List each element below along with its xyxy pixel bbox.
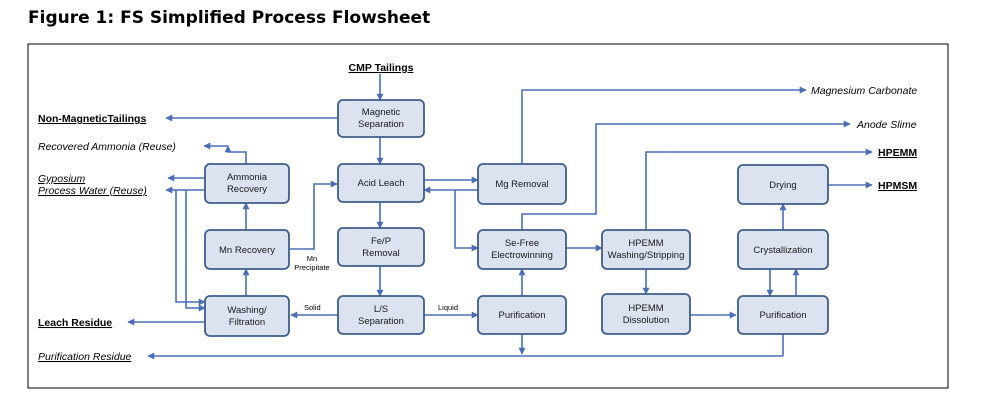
hpemm-dissolution-label: HPEMM	[628, 303, 663, 314]
fep-removal-label: Fe/P	[371, 236, 391, 247]
hpemm-dissolution-label-2: Dissolution	[623, 315, 669, 326]
purification-2-box: Purification	[737, 295, 829, 335]
ls-separation-box: L/S Separation	[337, 295, 425, 335]
purification-1-label: Purification	[499, 310, 546, 321]
acid-leach-box: Acid Leach	[337, 163, 425, 203]
acid-leach-label: Acid Leach	[357, 178, 404, 189]
non-magnetic-tailings-label: Non-MagneticTailings	[38, 113, 146, 125]
hpmsm-product-label: HPMSM	[878, 180, 917, 192]
ammonia-recovery-box: Ammonia Recovery	[204, 163, 290, 204]
magnesium-carbonate-label: Magnesium Carbonate	[811, 85, 917, 97]
solid-label: Solid	[304, 303, 321, 312]
washing-filtration-box: Washing/ Filtration	[204, 295, 290, 337]
washing-filtration-label-2: Filtration	[229, 317, 265, 328]
crystallization-label: Crystallization	[753, 245, 812, 256]
leach-residue-label: Leach Residue	[38, 317, 112, 329]
mn-precipitate-label: Mn	[307, 254, 317, 263]
cmp-tailings-label: CMP Tailings	[349, 62, 414, 74]
process-water-label: Process Water (Reuse)	[38, 185, 147, 197]
mn-recovery-box: Mn Recovery	[204, 229, 290, 270]
fep-removal-box: Fe/P Removal	[337, 227, 425, 267]
figure-title: Figure 1: FS Simplified Process Flowshee…	[28, 8, 431, 28]
washing-filtration-label: Washing/	[227, 305, 267, 316]
purification-residue-label: Purification Residue	[38, 351, 132, 363]
fep-removal-label-2: Removal	[362, 248, 400, 259]
recovered-ammonia-label: Recovered Ammonia (Reuse)	[38, 141, 176, 153]
mg-removal-label: Mg Removal	[495, 179, 548, 190]
drying-label: Drying	[769, 180, 796, 191]
ammonia-recovery-label-2: Recovery	[227, 184, 267, 195]
hpemm-product-label: HPEMM	[878, 147, 917, 159]
gyposium-label: Gyposium	[38, 173, 86, 185]
magnetic-separation-box: Magnetic Separation	[337, 99, 425, 138]
purification-1-box: Purification	[477, 295, 567, 335]
hpemm-dissolution-box: HPEMM Dissolution	[601, 293, 691, 335]
anode-slime-label: Anode Slime	[856, 119, 917, 131]
drying-box: Drying	[737, 164, 829, 205]
liquid-label: Liquid	[438, 303, 458, 312]
mn-precipitate-label-2: Precipitate	[294, 263, 329, 272]
diagram-frame	[27, 43, 949, 389]
hpemm-washing-stripping-label: HPEMM	[628, 238, 663, 249]
hpemm-washing-stripping-label-2: Washing/Stripping	[608, 250, 685, 261]
ls-separation-label-2: Separation	[358, 316, 404, 327]
crystallization-box: Crystallization	[737, 229, 829, 270]
mn-recovery-label: Mn Recovery	[219, 245, 275, 256]
mg-removal-box: Mg Removal	[477, 163, 567, 205]
ls-separation-label: L/S	[374, 304, 388, 315]
purification-2-label: Purification	[760, 310, 807, 321]
magnetic-separation-label-2: Separation	[358, 119, 404, 130]
ammonia-recovery-label: Ammonia	[227, 172, 268, 183]
se-free-electrowinning-box: Se-Free Electrowinning	[477, 229, 567, 270]
flow-arrows	[127, 74, 873, 360]
se-free-electrowinning-label: Se-Free	[505, 238, 539, 249]
se-free-electrowinning-label-2: Electrowinning	[491, 250, 553, 261]
hpemm-washing-stripping-box: HPEMM Washing/Stripping	[601, 229, 691, 270]
magnetic-separation-label: Magnetic	[362, 107, 401, 118]
